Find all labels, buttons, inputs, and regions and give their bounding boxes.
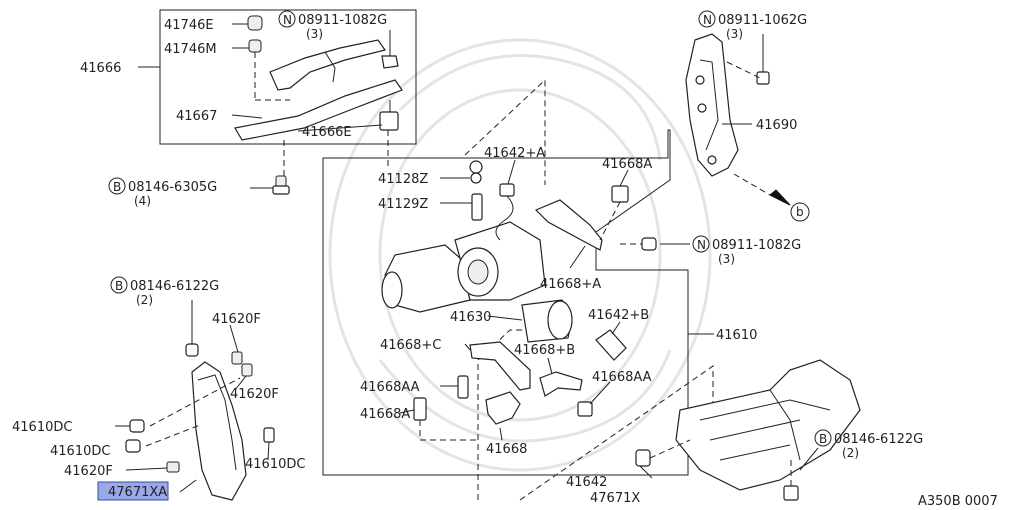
label-nut-08911-1062G: 08911-1062G bbox=[718, 13, 807, 28]
under-cover-47671X bbox=[635, 359, 861, 501]
label-nut-08911-1082G-top-qty: (3) bbox=[306, 27, 323, 41]
label-nut-08911-1082G-mid-qty: (3) bbox=[718, 252, 735, 266]
label-41668AA-left: 41668AA bbox=[360, 380, 420, 395]
label-41668AA-right: 41668AA bbox=[592, 370, 652, 385]
reference-b-icon: b bbox=[790, 202, 810, 222]
label-41642-plus-b: 41642+B bbox=[588, 308, 649, 323]
label-41610DC-b: 41610DC bbox=[50, 444, 110, 459]
svg-text:B: B bbox=[113, 180, 121, 194]
label-41129Z: 41129Z bbox=[378, 197, 428, 212]
label-41666: 41666 bbox=[80, 61, 121, 76]
actuator-assembly-box bbox=[322, 78, 714, 501]
label-41668-plus-b: 41668+B bbox=[514, 343, 575, 358]
svg-text:N: N bbox=[703, 13, 712, 27]
label-41668-plus-c: 41668+C bbox=[380, 338, 441, 353]
label-nut-08911-1082G-mid: 08911-1082G bbox=[712, 238, 801, 253]
label-bolt-08146-6122G-left: 08146-6122G bbox=[130, 279, 219, 294]
label-41620F-top: 41620F bbox=[212, 312, 261, 327]
svg-text:N: N bbox=[283, 13, 292, 27]
diagram-reference-code: A350B 0007 bbox=[918, 494, 998, 509]
badge-b-icon: B bbox=[110, 276, 128, 294]
svg-text:b: b bbox=[796, 205, 804, 219]
label-41668: 41668 bbox=[486, 442, 527, 457]
side-guard-47671XA bbox=[115, 300, 275, 501]
label-41610DC-c: 41610DC bbox=[245, 457, 305, 472]
label-41610DC-a: 41610DC bbox=[12, 420, 72, 435]
highlighted-part-47671XA[interactable]: 47671XA bbox=[97, 481, 169, 501]
label-41666E: 41666E bbox=[302, 125, 352, 140]
label-bolt-08146-6122G-left-qty: (2) bbox=[136, 293, 153, 307]
label-41667: 41667 bbox=[176, 109, 217, 124]
svg-text:N: N bbox=[697, 238, 706, 252]
label-41128Z: 41128Z bbox=[378, 172, 428, 187]
label-bolt-08146-6122G-right-qty: (2) bbox=[842, 446, 859, 460]
label-nut-08911-1082G-top: 08911-1082G bbox=[298, 13, 387, 28]
label-41746E: 41746E bbox=[164, 18, 214, 33]
label-41630: 41630 bbox=[450, 310, 491, 325]
label-bolt-08146-6122G-right: 08146-6122G bbox=[834, 432, 923, 447]
svg-text:B: B bbox=[819, 432, 827, 446]
label-41690: 41690 bbox=[756, 118, 797, 133]
label-nut-08911-1062G-qty: (3) bbox=[726, 27, 743, 41]
label-bolt-08146-6305G-qty: (4) bbox=[134, 194, 151, 208]
bracket-41690 bbox=[685, 33, 791, 206]
bolt-08146-6305G-icon bbox=[272, 175, 290, 195]
label-47671X: 47671X bbox=[590, 491, 640, 506]
label-41642: 41642 bbox=[566, 475, 607, 490]
label-41610: 41610 bbox=[716, 328, 757, 343]
watermark-emblem bbox=[328, 38, 712, 472]
bracket-group-box bbox=[138, 9, 417, 180]
badge-n-icon: N bbox=[692, 235, 710, 253]
label-41620F-mid: 41620F bbox=[230, 387, 279, 402]
label-41642-plus-a: 41642+A bbox=[484, 146, 545, 161]
badge-b-icon: B bbox=[108, 177, 126, 195]
label-41668-plus-a: 41668+A bbox=[540, 277, 601, 292]
svg-text:B: B bbox=[115, 279, 123, 293]
label-41620F-low: 41620F bbox=[64, 464, 113, 479]
label-41746M: 41746M bbox=[164, 42, 217, 57]
label-bolt-08146-6305G: 08146-6305G bbox=[128, 180, 217, 195]
badge-b-icon: B bbox=[814, 429, 832, 447]
label-41668A-low: 41668A bbox=[360, 407, 410, 422]
badge-n-icon: N bbox=[698, 10, 716, 28]
badge-n-icon: N bbox=[278, 10, 296, 28]
label-41668A: 41668A bbox=[602, 157, 652, 172]
svg-text:47671XA: 47671XA bbox=[108, 485, 167, 500]
